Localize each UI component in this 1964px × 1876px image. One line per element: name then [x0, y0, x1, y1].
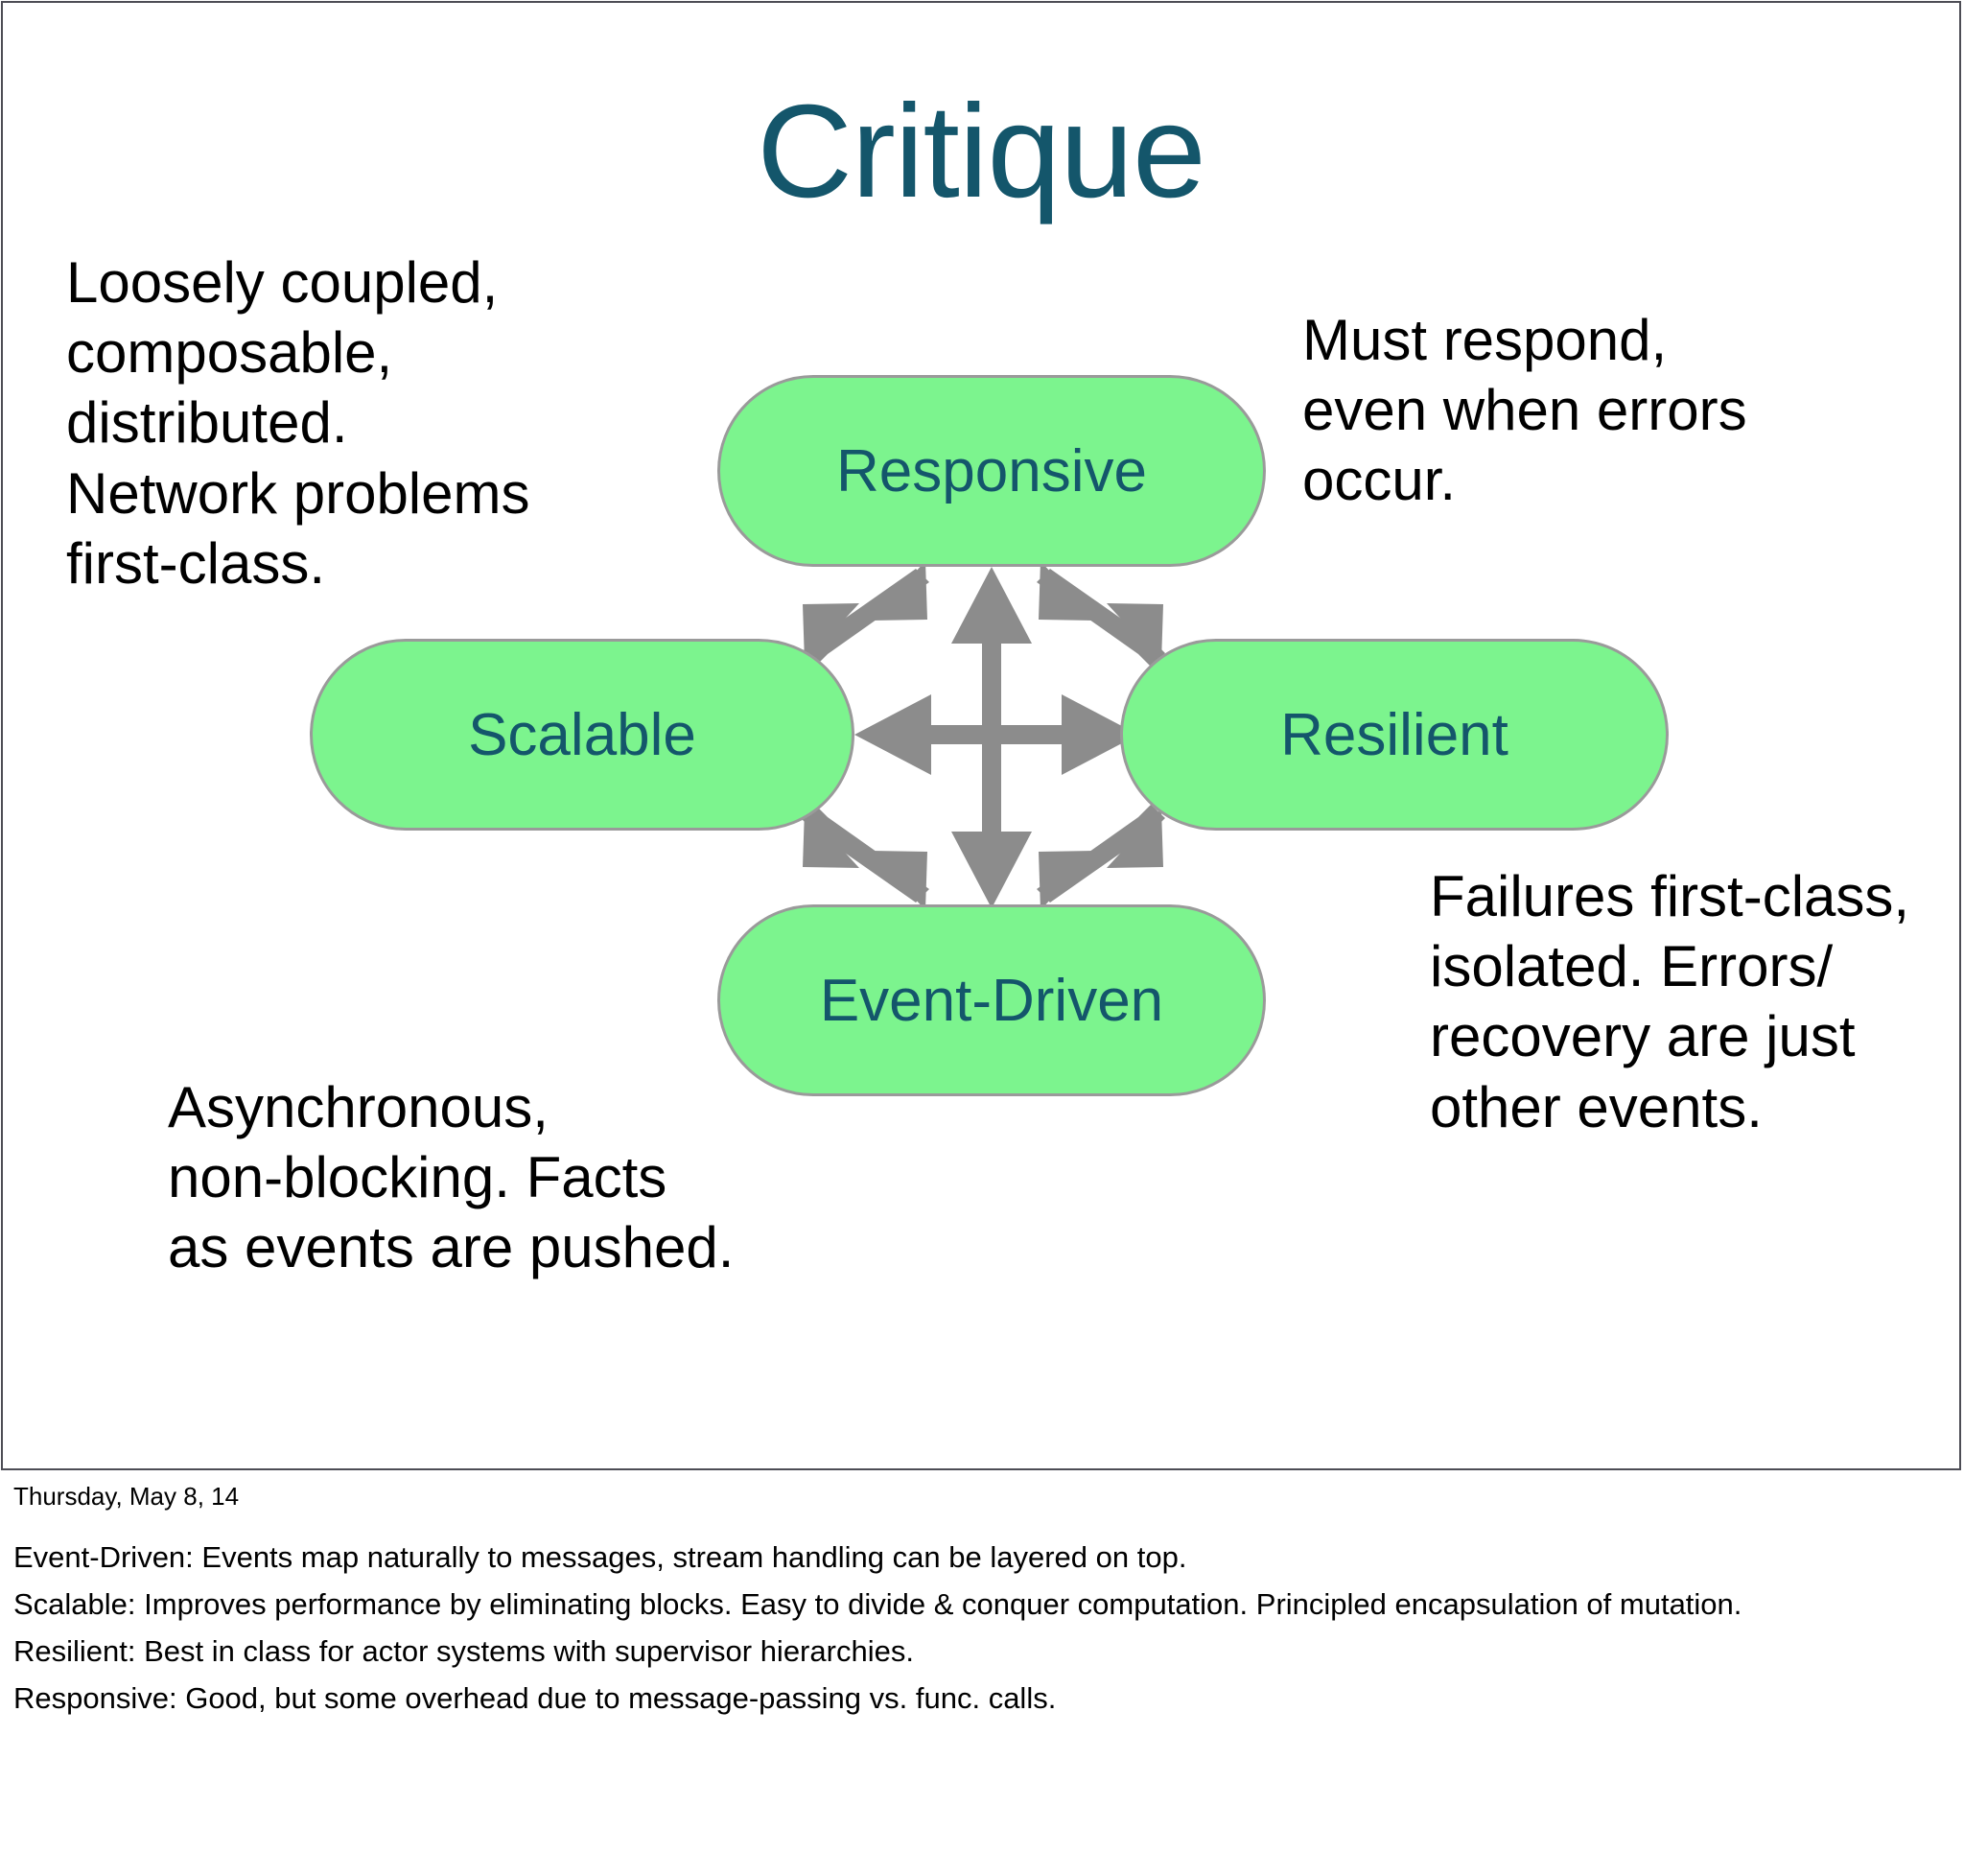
annotation-top-right: Must respond, even when errors occur.	[1302, 308, 1747, 513]
footer-note-line: Scalable: Improves performance by elimin…	[13, 1586, 1742, 1621]
arrow-horizontal-icon	[854, 694, 1138, 775]
slide-canvas: Critique Loosely coupled, composable, di…	[1, 1, 1961, 1470]
node-scalable[interactable]: Scalable	[310, 639, 854, 831]
arrow-diagonal-top-right-icon	[1037, 561, 1165, 667]
annotation-bottom-left: Asynchronous, non-blocking. Facts as eve…	[168, 1075, 735, 1280]
arrow-diagonal-bottom-left-icon	[801, 805, 929, 910]
node-responsive[interactable]: Responsive	[717, 375, 1266, 567]
arrow-diagonal-top-left-icon	[801, 561, 929, 667]
annotation-bottom-right: Failures first-class, isolated. Errors/ …	[1430, 864, 1910, 1139]
node-event-driven-label: Event-Driven	[819, 967, 1164, 1034]
node-event-driven[interactable]: Event-Driven	[717, 904, 1266, 1096]
footer-notes-list: Event-Driven: Events map naturally to me…	[13, 1535, 1742, 1723]
footer-date: Thursday, May 8, 14	[13, 1482, 240, 1511]
node-resilient-label: Resilient	[1280, 701, 1508, 768]
node-scalable-label: Scalable	[468, 701, 696, 768]
arrow-vertical-icon	[951, 567, 1032, 908]
footer-note-line: Responsive: Good, but some overhead due …	[13, 1680, 1057, 1715]
annotation-top-left: Loosely coupled, composable, distributed…	[66, 250, 530, 596]
node-responsive-label: Responsive	[836, 437, 1147, 504]
arrow-diagonal-bottom-right-icon	[1037, 805, 1165, 910]
page-title: Critique	[757, 78, 1206, 225]
node-resilient[interactable]: Resilient	[1120, 639, 1669, 831]
footer-note-line: Resilient: Best in class for actor syste…	[13, 1633, 914, 1668]
footer-note-line: Event-Driven: Events map naturally to me…	[13, 1540, 1187, 1574]
